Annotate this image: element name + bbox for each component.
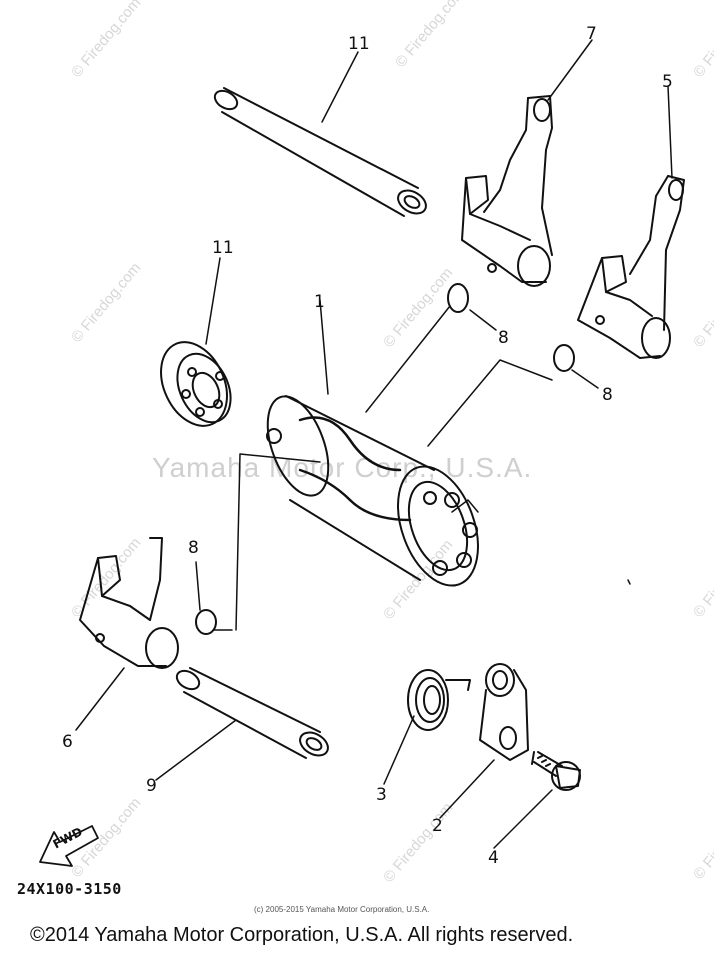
bearing-drawing [160, 341, 232, 427]
callout-bearing: 1111 [212, 238, 234, 258]
fwd-arrow-icon [39, 825, 99, 867]
small-copyright: (c) 2005-2015 Yamaha Motor Corporation, … [254, 905, 430, 914]
shift-fork-6-drawing [79, 537, 179, 669]
callout-5: 5 [662, 72, 673, 92]
callout-3: 3 [376, 785, 387, 805]
callout-2: 2 [432, 816, 443, 836]
footer-copyright: ©2014 Yamaha Motor Corporation, U.S.A. A… [30, 924, 574, 946]
fork-shaft-lower-drawing [175, 667, 329, 759]
guide-pins-drawing [195, 283, 575, 635]
callout-4: 4 [488, 848, 499, 868]
callout-1: 1 [314, 292, 325, 312]
shift-fork-7-drawing [461, 95, 553, 287]
callout-8-upper: 8 [498, 328, 509, 348]
diagram-part-code: 24X100-3150 [17, 880, 122, 898]
stopper-spring-drawing [407, 669, 471, 731]
stopper-lever-drawing [479, 663, 529, 761]
callout-8-left: 8 [188, 538, 199, 558]
watermark-center: Yamaha Motor Corp., U.S.A. [152, 452, 533, 483]
fork-shaft-upper-drawing [213, 87, 427, 217]
leader-lines [75, 39, 673, 849]
callout-11-number: 11 [212, 238, 234, 258]
shift-fork-5-drawing [577, 175, 685, 359]
callout-7: 7 [586, 24, 597, 44]
callout-10: 11 [348, 34, 370, 54]
bolt-drawing [531, 751, 581, 791]
callout-6: 6 [62, 732, 73, 752]
callout-8-right: 8 [602, 385, 613, 405]
callout-9: 9 [146, 776, 157, 796]
shift-cam-drum-drawing [266, 395, 479, 587]
